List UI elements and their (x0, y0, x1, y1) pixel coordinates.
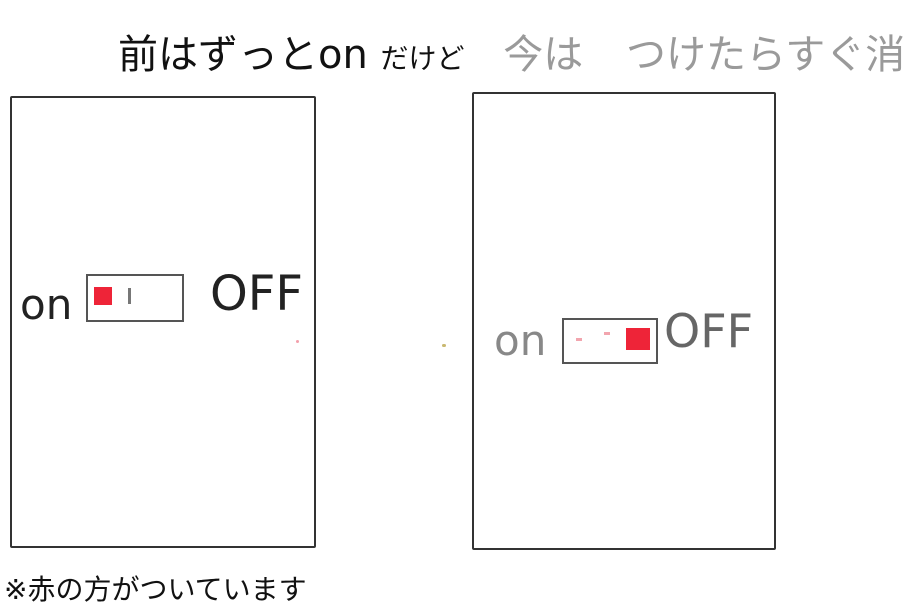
stray-mark (296, 340, 299, 343)
heading-part-turn-off: つけたらすぐ消す (626, 32, 905, 78)
after-switch-knob (626, 328, 650, 350)
after-off-label: OFF (664, 304, 754, 358)
after-switch-faint-mark (576, 338, 582, 341)
heading-part-but: だけど (380, 42, 465, 75)
heading-text: 前はずっとon だけど 今は つけたらすぐ消す (118, 22, 905, 80)
heading-part-before: 前はずっとon (118, 32, 368, 78)
before-switch-knob (94, 287, 112, 305)
after-switch-mark (604, 332, 610, 335)
before-light-switch (86, 274, 184, 322)
before-switch-mark (128, 288, 131, 304)
stray-mark (442, 344, 446, 347)
before-on-label: on (20, 280, 73, 329)
after-panel (472, 92, 776, 550)
before-panel (10, 96, 316, 548)
before-off-label: OFF (210, 266, 303, 322)
after-light-switch (562, 318, 658, 364)
heading-part-now: 今は (503, 32, 584, 78)
footnote-text: ※赤の方がついています (4, 573, 307, 606)
after-on-label: on (494, 316, 547, 365)
